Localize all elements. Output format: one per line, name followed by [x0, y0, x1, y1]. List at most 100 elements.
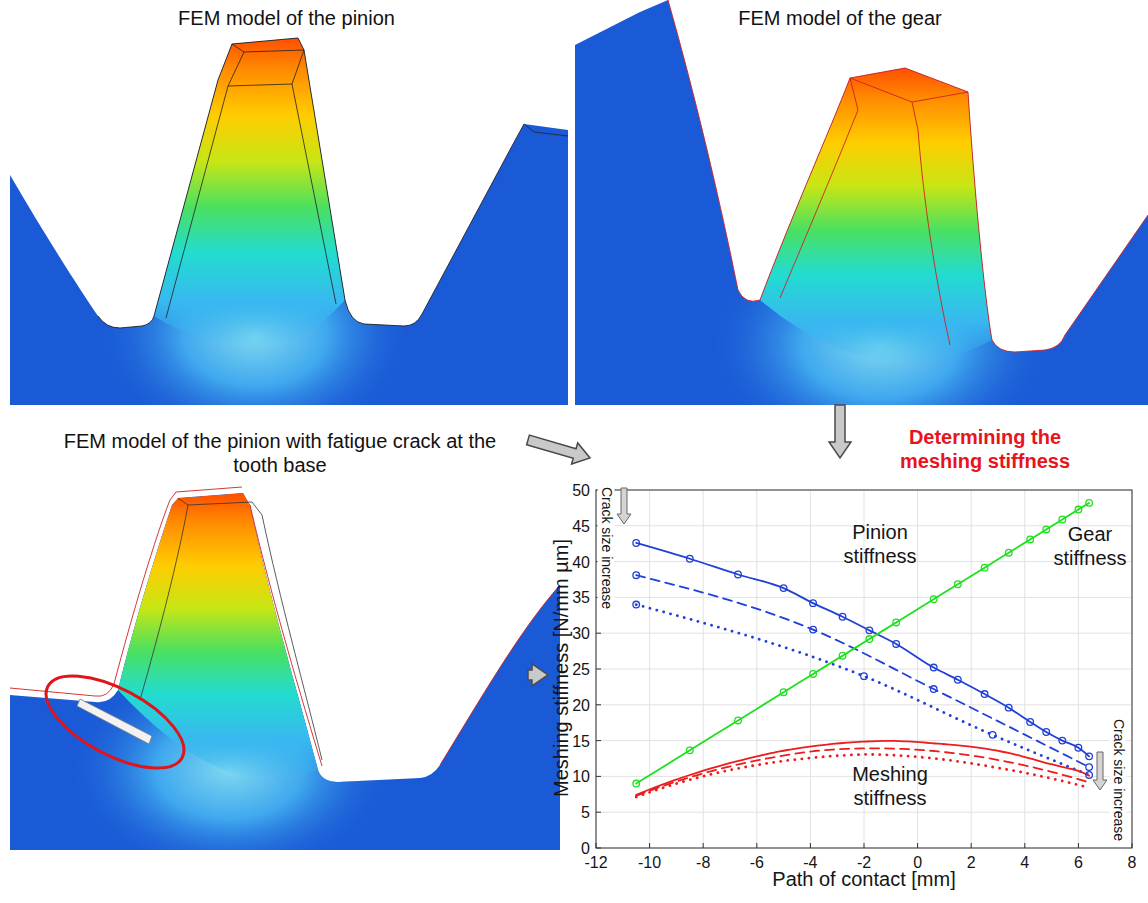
tick-mark [1024, 843, 1025, 848]
data-marker [893, 641, 900, 648]
tick-label: 25 [572, 660, 590, 679]
tick-mark [596, 633, 601, 634]
data-marker [1059, 737, 1066, 744]
tick-mark [596, 669, 601, 670]
tick-mark [917, 843, 918, 848]
tick-mark [596, 812, 601, 813]
panel-title: FEM model of the gear [690, 6, 990, 30]
grid-line [596, 597, 1132, 598]
data-marker [633, 572, 640, 579]
data-marker [981, 564, 988, 571]
data-marker [810, 626, 817, 633]
data-marker [930, 664, 937, 671]
stressed-tooth [760, 68, 992, 363]
pinion-curve [636, 605, 1089, 775]
tick-label: 5 [581, 803, 590, 822]
tick-label: 4 [1020, 853, 1029, 872]
panel-heading: Determining the meshing stiffness [885, 425, 1085, 473]
grid-line [596, 812, 1132, 813]
grid-line [596, 633, 1132, 634]
curve-label: Gear stiffness [1048, 522, 1132, 570]
data-marker [1043, 526, 1050, 533]
tick-mark [756, 843, 757, 848]
data-marker [1075, 506, 1082, 513]
data-marker [810, 671, 817, 678]
tick-mark [1132, 843, 1133, 848]
tick-mark [810, 843, 811, 848]
data-marker [1043, 729, 1050, 736]
tick-label: 20 [572, 695, 590, 714]
trend-arrow [617, 488, 631, 524]
tick-mark [596, 848, 601, 849]
tick-label: -10 [638, 853, 661, 872]
data-marker [981, 691, 988, 698]
tick-label: 0 [913, 853, 922, 872]
tooth-edges [166, 44, 568, 318]
data-marker [1059, 516, 1066, 523]
flow-arrow [528, 664, 548, 686]
axis-title: Meshing stiffness [N/mm µm] [549, 539, 573, 797]
stressed-tooth [154, 38, 345, 345]
figure-panel: Determining the meshing stiffness [548, 458, 1148, 903]
tick-label: 50 [572, 481, 590, 500]
data-marker [1027, 536, 1034, 543]
data-marker [893, 619, 900, 626]
data-marker [1075, 744, 1082, 751]
panel-title: FEM model of the pinion [5, 6, 568, 30]
data-marker [866, 636, 873, 643]
data-marker [633, 601, 640, 608]
tick-label: -6 [750, 853, 764, 872]
trend-label: Crack size increase [1110, 717, 1127, 843]
tick-label: 6 [1074, 853, 1083, 872]
pinion-curve [636, 575, 1089, 767]
data-marker [633, 540, 640, 547]
data-marker [1005, 704, 1012, 711]
pinion-curve [636, 543, 1089, 756]
data-marker [955, 676, 962, 683]
data-marker [1086, 753, 1093, 760]
data-marker [930, 686, 937, 693]
data-marker [810, 600, 817, 607]
flow-arrow [829, 405, 851, 458]
gear-body [575, 0, 1148, 405]
data-marker [930, 596, 937, 603]
data-marker [735, 571, 742, 578]
tick-mark [596, 704, 601, 705]
cracked-pinion-outline [10, 487, 560, 766]
tick-label: -4 [803, 853, 817, 872]
fatigue-crack [77, 699, 152, 744]
trend-label: Crack size increase [598, 485, 615, 611]
axis-title: Path of contact [mm] [772, 867, 955, 891]
data-marker [839, 613, 846, 620]
panel-title: FEM model of the pinion with fatigue cra… [45, 429, 515, 477]
tick-label: 30 [572, 624, 590, 643]
data-marker [735, 717, 742, 724]
data-marker [1086, 764, 1093, 771]
curve-label: Pinion stiffness [830, 520, 930, 568]
flow-arrow [527, 435, 590, 464]
data-marker [989, 732, 996, 739]
tick-mark [596, 776, 601, 777]
crack-highlight [32, 657, 197, 787]
tick-label: -2 [857, 853, 871, 872]
tick-label: -8 [696, 853, 710, 872]
tick-mark [596, 843, 597, 848]
data-marker [1086, 500, 1093, 507]
data-marker [839, 652, 846, 659]
figure-panel: FEM model of the gear [575, 0, 1148, 405]
data-marker [780, 585, 787, 592]
curve-label: Meshing stiffness [840, 762, 940, 810]
tick-mark [864, 843, 865, 848]
data-marker [1086, 772, 1093, 779]
tick-label: 35 [572, 588, 590, 607]
tick-mark [1078, 843, 1079, 848]
tick-mark [596, 740, 601, 741]
data-marker [861, 673, 868, 680]
data-marker [633, 780, 640, 787]
tick-label: 45 [572, 516, 590, 535]
data-marker [1027, 719, 1034, 726]
tick-label: 8 [1128, 853, 1137, 872]
figure-panel: FEM model of the pinion [5, 0, 568, 405]
grid-line [596, 669, 1132, 670]
